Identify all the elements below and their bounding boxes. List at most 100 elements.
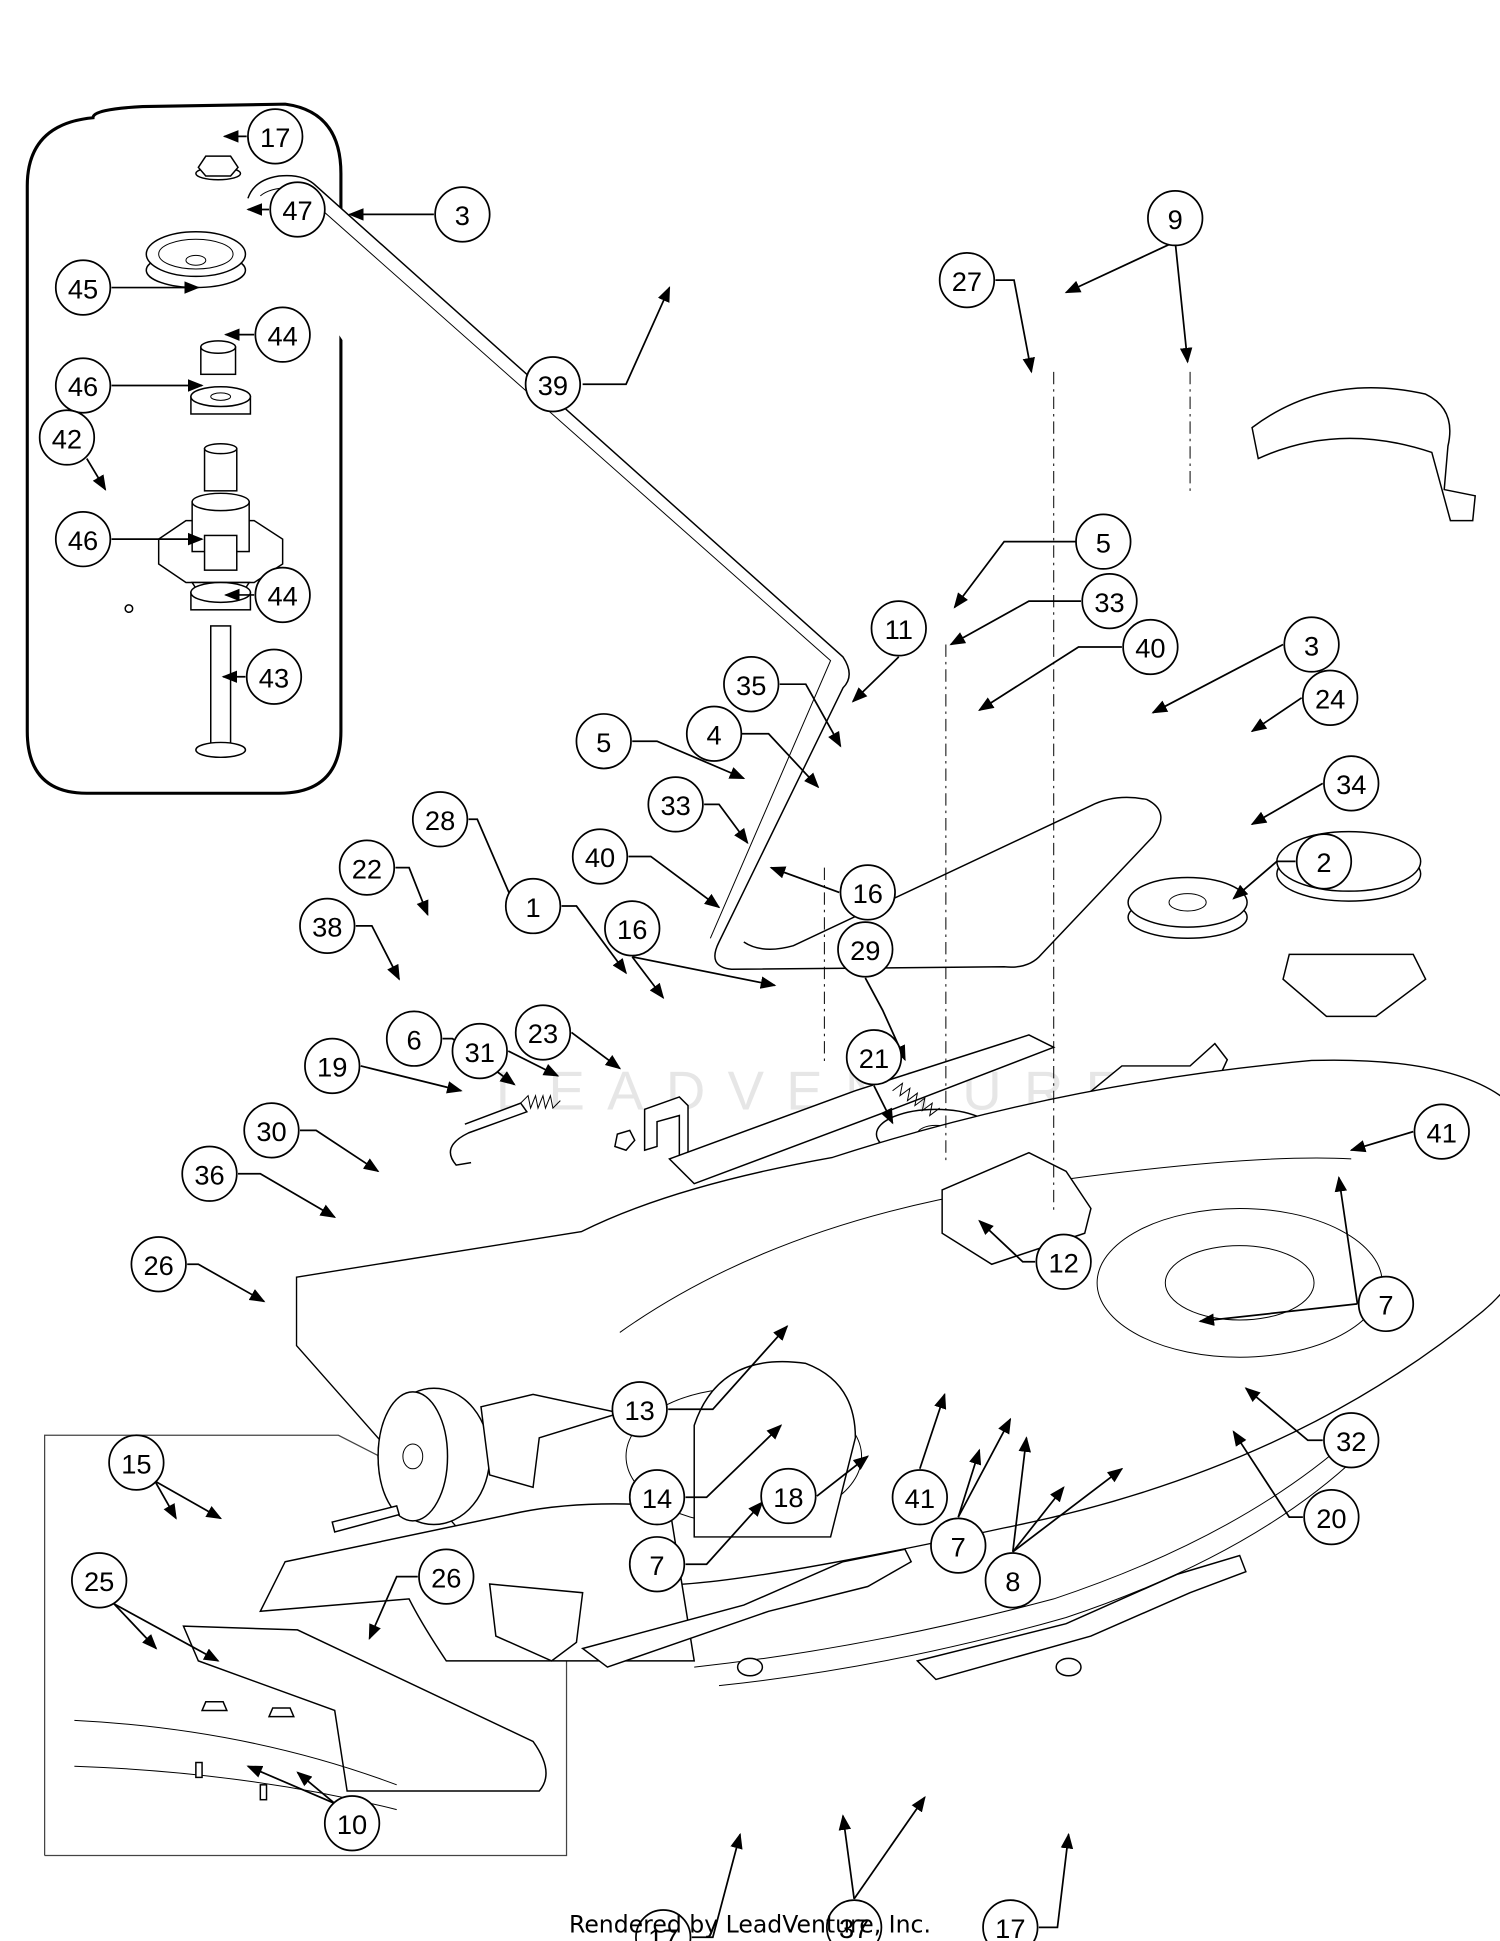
callout-24[interactable]: 24 [1302,669,1359,726]
callout-label: 44 [267,320,297,351]
callout-8[interactable]: 8 [984,1552,1041,1609]
callout-2[interactable]: 2 [1295,833,1353,890]
callout-circle [1302,669,1359,726]
blade-37-left-part [580,1548,913,1668]
callout-41[interactable]: 41 [891,1469,948,1526]
idler-pulley-right-part [1127,876,1248,940]
callout-circle [269,181,326,238]
callout-7[interactable]: 7 [628,1536,686,1593]
callout-7-leader [685,1501,764,1566]
callout-41[interactable]: 41 [1413,1103,1470,1160]
callout-label: 18 [773,1482,803,1513]
callout-17[interactable]: 17 [635,1909,692,1941]
callout-40[interactable]: 40 [1122,618,1179,676]
callout-27-leader [995,279,1035,374]
spindle-callout-47[interactable]: 47 [269,181,326,238]
callout-23-leader [570,1031,622,1070]
inset-callout-26[interactable]: 26 [418,1548,475,1605]
callout-circle [1147,190,1204,247]
callout-9[interactable]: 9 [1147,190,1204,247]
callout-label: 36 [194,1160,224,1191]
callout-17[interactable]: 17 [982,1899,1039,1941]
blade-nut-17-left-part [736,1657,764,1677]
callout-5[interactable]: 5 [1075,513,1132,570]
callout-16[interactable]: 16 [839,864,896,921]
callout-4-leader [741,732,820,789]
callout-3[interactable]: 3 [434,186,491,243]
callout-37-leader [838,1814,855,1899]
callout-11[interactable]: 11 [870,600,927,657]
callout-34[interactable]: 34 [1323,755,1380,812]
callout-1[interactable]: 1 [504,877,562,935]
callout-9-leader [1064,240,1176,294]
spindle-callout-43[interactable]: 43 [245,648,303,705]
callout-3[interactable]: 3 [1283,616,1340,673]
callout-circle [1081,573,1138,630]
callout-11-leader [851,656,900,703]
callout-7[interactable]: 7 [1357,1275,1415,1333]
callout-36[interactable]: 36 [181,1145,238,1202]
callout-20-leader [1232,1430,1303,1518]
callout-2-leader [1232,860,1296,900]
callout-35[interactable]: 35 [723,656,780,713]
callout-label: 25 [84,1566,114,1597]
callout-41-leader [919,1392,947,1470]
callout-19[interactable]: 19 [304,1037,361,1095]
callout-33[interactable]: 33 [647,776,704,833]
callout-5[interactable]: 5 [575,713,632,770]
inset-callout-25[interactable]: 25 [71,1552,128,1609]
callout-30[interactable]: 30 [243,1102,300,1159]
callout-29[interactable]: 29 [837,921,894,978]
callout-label: 35 [736,670,766,701]
callout-23[interactable]: 23 [514,1004,572,1061]
callout-38[interactable]: 38 [299,897,356,955]
callout-27[interactable]: 27 [938,251,996,309]
callout-6[interactable]: 6 [385,1010,443,1067]
callout-20[interactable]: 20 [1303,1488,1360,1546]
inset-callout-10[interactable]: 10 [323,1795,381,1852]
spindle-callout-44[interactable]: 44 [254,306,311,363]
callout-label: 16 [617,914,647,945]
callout-4[interactable]: 4 [685,705,743,762]
callout-18[interactable]: 18 [760,1467,817,1525]
inset-callout-26-leader [368,1575,418,1641]
callout-circle [1122,618,1179,676]
callout-39-leader [582,286,671,386]
callout-22[interactable]: 22 [338,839,396,896]
callout-label: 47 [282,195,312,226]
callout-32[interactable]: 32 [1323,1412,1380,1469]
callout-21[interactable]: 21 [845,1029,903,1086]
callout-label: 5 [596,727,611,758]
callout-39[interactable]: 39 [524,356,582,413]
spindle-callout-42[interactable]: 42 [38,409,96,466]
callout-7[interactable]: 7 [930,1517,987,1574]
callout-37[interactable]: 37 [825,1899,883,1941]
spindle-callout-17[interactable]: 17 [247,108,304,165]
callout-circle [628,1536,686,1593]
callout-label: 17 [995,1913,1025,1941]
spindle-callout-46[interactable]: 46 [54,357,112,414]
callout-8-leader [1012,1486,1065,1553]
spindle-callout-44[interactable]: 44 [254,566,311,624]
callout-40[interactable]: 40 [571,828,629,885]
callout-26[interactable]: 26 [130,1236,187,1293]
callout-14[interactable]: 14 [628,1469,686,1526]
spindle-inset-frame [25,102,343,795]
callout-22-leader [395,866,429,917]
spindle-callout-46[interactable]: 46 [54,511,112,568]
callout-31[interactable]: 31 [451,1022,508,1080]
callout-label: 3 [455,200,470,231]
callout-label: 32 [1336,1426,1366,1457]
spindle-callout-45[interactable]: 45 [54,259,112,316]
callout-13[interactable]: 13 [611,1381,668,1438]
callout-circle [723,656,780,713]
hex-nut-17-part [195,155,242,181]
callout-33[interactable]: 33 [1081,573,1138,630]
callout-16[interactable]: 16 [604,900,661,957]
inset-callout-15[interactable]: 15 [108,1434,165,1491]
callout-12[interactable]: 12 [1035,1233,1092,1290]
callout-circle [38,409,96,466]
callout-28[interactable]: 28 [411,791,469,848]
callout-label: 28 [425,805,455,836]
